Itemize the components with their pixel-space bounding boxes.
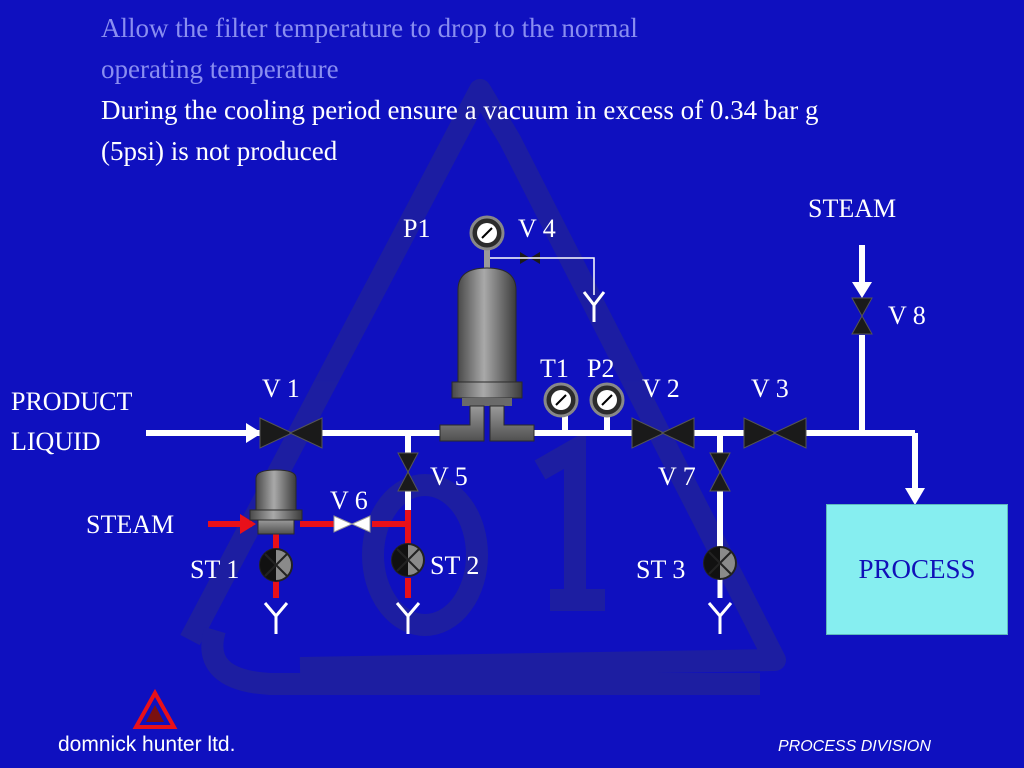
flow-arrow-steam — [852, 282, 872, 298]
footer-company: domnick hunter ltd. — [58, 733, 236, 756]
steam-filter-icon — [249, 469, 303, 535]
heading-line-2: operating temperature — [101, 54, 339, 84]
label-v4: V 4 — [518, 214, 556, 243]
v4-vent-line — [490, 257, 595, 295]
label-steam-top: STEAM — [808, 194, 897, 223]
label-v1: V 1 — [262, 374, 300, 403]
label-product-line-2: LIQUID — [11, 427, 101, 456]
valve-v3[interactable] — [743, 417, 807, 449]
valve-v5[interactable] — [397, 452, 419, 492]
valve-v6[interactable] — [333, 515, 371, 533]
footer-division: PROCESS DIVISION — [778, 738, 931, 755]
label-v7: V 7 — [658, 462, 696, 491]
label-v3: V 3 — [751, 374, 789, 403]
valve-v8[interactable] — [851, 297, 873, 335]
heading-line-1: Allow the filter temperature to drop to … — [101, 13, 638, 43]
temperature-gauge-t1-icon — [543, 382, 579, 418]
label-st2: ST 2 — [430, 551, 480, 580]
label-st1: ST 1 — [190, 555, 240, 584]
label-v2: V 2 — [642, 374, 680, 403]
valve-v7[interactable] — [709, 452, 731, 492]
filter-housing-icon — [439, 248, 535, 442]
steam-arrow-left — [240, 514, 256, 534]
label-product-line-1: PRODUCT — [11, 387, 133, 416]
valve-v1[interactable] — [259, 417, 323, 449]
flow-arrow-process — [905, 488, 925, 505]
flow-arrow-product — [246, 423, 262, 443]
logo-triangle-icon — [132, 688, 178, 729]
label-steam-left: STEAM — [86, 510, 175, 539]
pressure-gauge-p1-icon — [469, 215, 505, 251]
label-v8: V 8 — [888, 301, 926, 330]
process-label: PROCESS — [858, 554, 976, 584]
heading-line-4: (5psi) is not produced — [101, 136, 338, 166]
label-st3: ST 3 — [636, 555, 686, 584]
label-p2: P2 — [587, 354, 615, 383]
label-v5: V 5 — [430, 462, 468, 491]
watermark-logo — [180, 79, 786, 695]
label-t1: T1 — [540, 354, 569, 383]
process-box: PROCESS — [826, 504, 1008, 635]
steam-trap-st1[interactable] — [259, 548, 293, 582]
label-v6: V 6 — [330, 486, 368, 515]
valve-v2[interactable] — [631, 417, 695, 449]
heading-line-3: During the cooling period ensure a vacuu… — [101, 95, 819, 125]
drain-icon — [263, 291, 733, 634]
steam-trap-st2[interactable] — [391, 543, 425, 577]
label-p1: P1 — [403, 214, 431, 243]
steam-trap-st3[interactable] — [703, 546, 737, 580]
pressure-gauge-p2-icon — [589, 382, 625, 418]
